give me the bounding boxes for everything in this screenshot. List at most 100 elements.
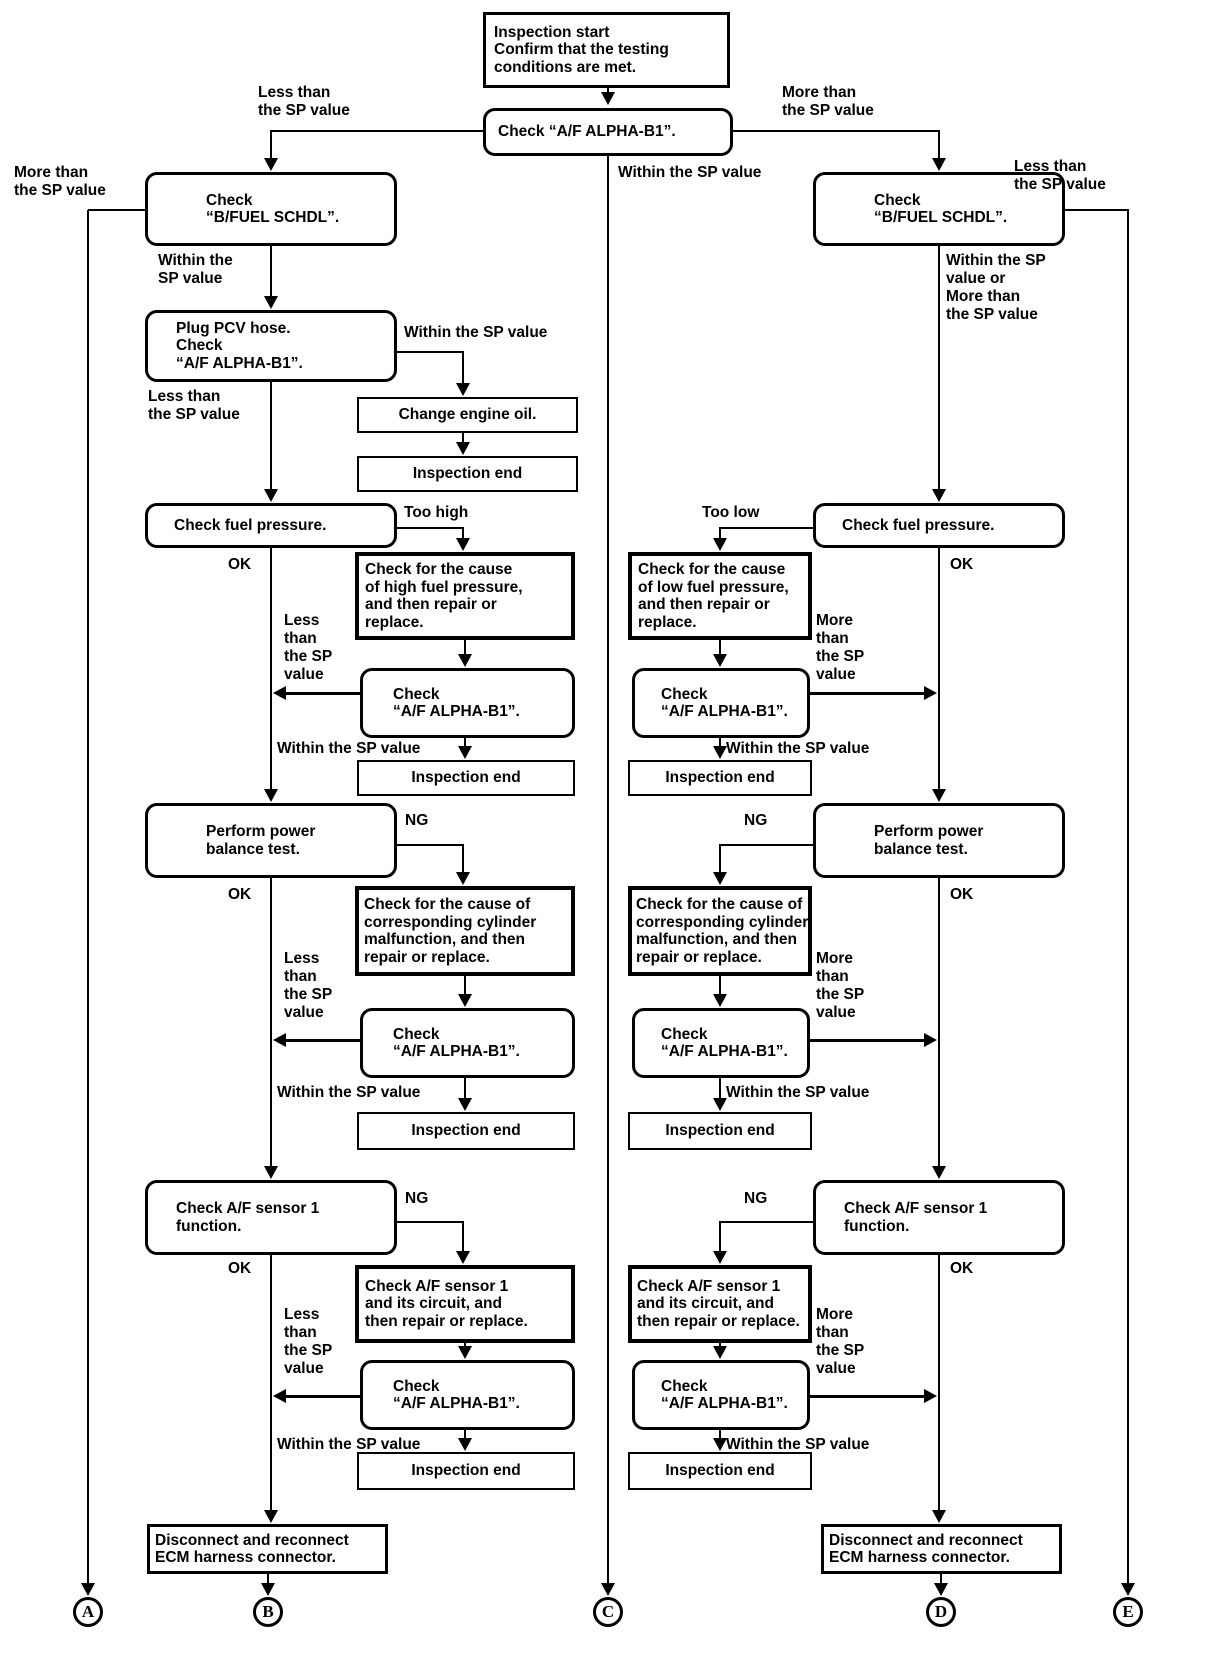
flow-line [464, 1078, 466, 1102]
flow-line [719, 738, 721, 750]
flow-box-check-af-l2: Check“A/F ALPHA-B1”. [360, 1008, 575, 1078]
flow-label-text: Less [284, 950, 320, 967]
flow-box-text: Inspection end [665, 1122, 775, 1140]
flow-arrowhead [261, 1583, 275, 1596]
flow-box-text: repair or replace. [636, 948, 762, 966]
flow-box-text: Check A/F sensor 1 [637, 1277, 781, 1295]
flow-arrowhead [458, 746, 472, 759]
flow-label-text: Within the SP value [277, 740, 421, 757]
flow-box-text: balance test. [874, 840, 968, 858]
flow-label-text: NG [405, 1190, 429, 1207]
flow-box-text: Check A/F sensor 1 [365, 1277, 509, 1295]
flow-label-text: value [284, 666, 324, 683]
flow-arrowhead [264, 1166, 278, 1179]
flow-line [270, 130, 483, 132]
flow-line [396, 1221, 464, 1223]
flow-box-text: and its circuit, and [365, 1295, 502, 1313]
flow-line [464, 640, 466, 658]
flow-box-text: Inspection end [411, 769, 521, 787]
flow-line [270, 548, 272, 793]
flow-arrowhead [458, 994, 472, 1007]
flow-box-text: corresponding cylinder [636, 913, 809, 931]
flow-label-too-low: Too low [702, 504, 759, 522]
flow-label-text: Too low [702, 504, 760, 521]
flow-arrowhead [264, 489, 278, 502]
flow-label-text: the SP value [1014, 176, 1106, 193]
flow-label-text: than [284, 630, 317, 647]
flow-line [733, 130, 940, 132]
flow-box-text: malfunction, and then [364, 931, 526, 948]
flow-label-within-merge-3r: Within the SP value [726, 1436, 869, 1454]
flow-arrowhead [456, 872, 470, 885]
flow-arrowhead [924, 1389, 937, 1403]
flow-line [279, 691, 361, 695]
flow-label-text: OK [950, 1260, 974, 1277]
flow-label-text: the SP [284, 1342, 333, 1359]
flow-box-text: ECM harness connector. [829, 1549, 1010, 1566]
flow-box-text: “B/FUEL SCHDL”. [874, 209, 1008, 226]
flow-label-text: Within the SP value [277, 1084, 421, 1101]
flow-line [462, 845, 464, 876]
flow-box-text: Inspection end [665, 1462, 775, 1480]
connector-e: E [1113, 1597, 1143, 1627]
flow-box-text: “A/F ALPHA-B1”. [661, 1395, 788, 1412]
flow-line [938, 548, 940, 793]
flow-line [719, 845, 721, 876]
flow-label-text: Within the SP value [404, 324, 548, 341]
flow-box-insp-end-l2: Inspection end [357, 1112, 575, 1150]
flow-line [719, 1221, 814, 1223]
flow-box-text: and then repair or [365, 596, 497, 613]
flow-box-text: Inspection end [411, 1462, 521, 1480]
flow-box-check-af-top: Check “A/F ALPHA-B1”. [483, 108, 733, 156]
flow-arrowhead [932, 158, 946, 171]
flow-label-text: the SP value [782, 102, 874, 119]
flow-line [719, 640, 721, 658]
flow-box-text: Inspection end [411, 1122, 521, 1140]
connector-letter: E [1122, 1602, 1134, 1621]
flow-label-ok-fuel-right: OK [950, 556, 973, 574]
flow-arrowhead [713, 1346, 727, 1359]
flow-box-text: Check A/F sensor 1 [844, 1200, 988, 1217]
flow-arrowhead [713, 1098, 727, 1111]
flow-box-insp-end-r2: Inspection end [628, 1112, 812, 1150]
flow-label-ok-pb-right: OK [950, 886, 973, 904]
flow-box-insp-end-r3: Inspection end [628, 1452, 812, 1490]
flow-box-text: function. [844, 1217, 910, 1235]
flow-box-text: Check for the cause [638, 561, 786, 578]
flow-line [809, 1394, 931, 1398]
flow-label-ng-left-1: NG [405, 812, 428, 830]
flow-label-text: the SP value [258, 102, 350, 119]
flow-arrowhead [924, 1033, 937, 1047]
flow-line [279, 1038, 361, 1042]
flow-arrowhead [932, 1510, 946, 1523]
flow-arrowhead [932, 1166, 946, 1179]
connector-letter: B [262, 1602, 274, 1621]
flow-box-text: Check [661, 1377, 708, 1395]
flow-box-text: repair or replace. [364, 948, 490, 966]
flow-line [270, 1255, 272, 1514]
flow-box-check-af-l3: Check“A/F ALPHA-B1”. [360, 1360, 575, 1430]
flow-arrowhead [713, 1251, 727, 1264]
flow-box-text: then repair or replace. [637, 1312, 800, 1330]
flow-label-within-merge-1l: Within the SP value [277, 740, 420, 758]
flow-line [462, 352, 464, 387]
flow-arrowhead [456, 1251, 470, 1264]
flow-label-text: OK [950, 886, 974, 903]
flow-line [938, 131, 940, 162]
flow-label-ng-right-2: NG [744, 1190, 767, 1208]
flow-box-text: Check [176, 337, 223, 355]
flow-box-insp-end-l1: Inspection end [357, 760, 575, 796]
flow-label-text: the SP [816, 648, 865, 665]
flow-arrowhead [273, 1389, 286, 1403]
flow-label-text: OK [228, 556, 252, 573]
flow-box-text: Check fuel pressure. [174, 516, 327, 534]
flow-box-text: Perform power [874, 823, 984, 840]
